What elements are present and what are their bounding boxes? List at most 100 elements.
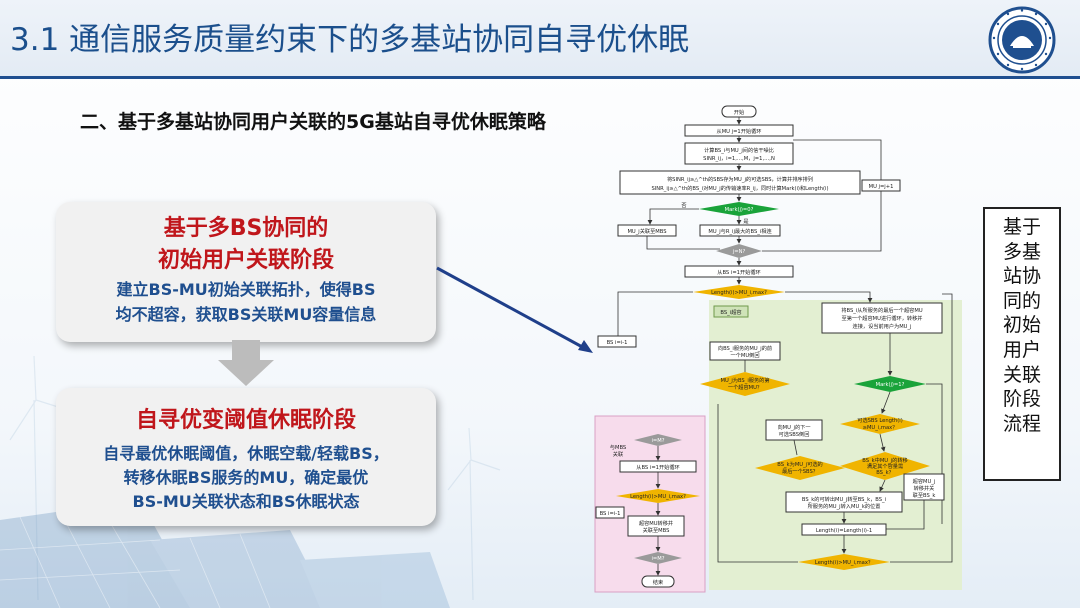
assoc-max-box [699,224,781,237]
cond-sbs-label-1: 可选SBS Length(i) [857,416,902,424]
cond-mark2-diamond [854,376,926,392]
prev-mu-label-1: 向BS_i服务的MU_j的前 [718,344,772,352]
stage1-card: 基于多BS协同的 初始用户关联阶段 建立BS-MU初始关联拓扑，使得BS 均不超… [56,202,436,342]
prev-mu-label-2: 一个MU倒回 [730,351,759,359]
cond-len-diamond [693,285,785,299]
to-mbs-label-1: 超容MU转移并 [639,519,673,527]
stage2-body-line2: 转移休眠BS服务的MU，确定最优 [123,468,369,487]
caption-line: 站协 [1002,265,1041,288]
overload-label: BS_i超容 [720,308,741,316]
select-label-2: SINR_ij≥△^th的BS_i对MU_j的传输速率R_ij，同时计算Mark… [651,184,828,192]
len-dec-label: Length(i)=Length(i)-1 [816,528,872,534]
section-subtitle: 二、基于多基站协同用户关联的5G基站自寻优休眠策略 [80,111,546,133]
select-label-1: 将SINR_ij≥△^th的SBS存为MU_j的可选SBS，计算并排序排列 [667,175,813,183]
start-label: 开始 [734,108,745,116]
end-node [641,575,675,588]
cond-first-label-1: MU_j为BS_i服务的第 [720,376,769,384]
bs-next2-box [595,506,625,519]
caption-line: 关联 [1002,363,1041,386]
stage2-body-line3: BS-MU关联状态和BS休眠状态 [132,492,360,511]
header-divider [0,76,1080,79]
cond-jn-label: j=N? [732,249,746,255]
cond-len-label: Length(i)>MU_i,max? [711,290,767,296]
page-title: 3.1 通信服务质量约束下的多基站协同自寻优休眠 [10,22,690,58]
transfer-label-2: 至第一个超容MU进行循环，转移并 [842,314,923,322]
cond-mark-diamond [699,202,779,216]
loop-bs2-label: 从BS i=1开始循环 [636,463,679,471]
cond-last-label-2: 最后一个SBS？ [782,467,818,475]
overload-tag [713,305,749,318]
no-label: 否 [681,202,686,209]
bs-next2-label: BS i=i-1 [600,511,621,517]
caption-line: 多基 [1002,240,1041,263]
caption-line: 基于 [1002,216,1041,238]
assoc-mbs-label: MU_j关联至MBS [627,227,666,235]
caption-line: 初始 [1002,314,1041,337]
cond-len2-label: Length(i)>MU_i,max？ [815,559,873,566]
cond-sbs-label-2: ≥MU_i,max？ [863,424,898,431]
cond-mark-label: Mark(j)=0? [725,207,754,213]
cond-ok-label-1: BS_k中MU_j的转移 [862,456,907,464]
caption-line: 同的 [1002,289,1041,312]
cond-sbs-diamond [840,414,920,434]
transfer-box [821,302,943,334]
stage1-title-line2: 初始用户关联阶段 [157,248,334,273]
cond-im2-label: i=M? [651,556,664,562]
transfer-label-1: 将BS_i从所服务的最后一个超容MU [841,306,923,314]
swap-label-1: BS_k的可转出MU_j转至BS_k，BS_i [802,495,886,503]
cond-im-label: i=M? [651,438,664,444]
stage2-title: 自寻优变阈值休眠阶段 [135,408,356,433]
transfer-label-3: 连接，设当前用户为MU_j [853,322,912,330]
caption-line: 阶段 [1002,388,1041,411]
assoc-k-box [903,473,945,501]
bs-next-box [597,335,637,348]
to-mbs-label-2: 关联至MBS [643,526,670,534]
cond-jn-diamond [716,244,762,258]
mbs-label-1: 与MBS [610,443,626,451]
to-mbs-box [627,515,685,537]
yes-label: 是 [743,218,748,225]
mu-next-label: MU j=j+1 [869,184,894,190]
assoc-k-label-3: 联至BS_k [913,491,936,499]
stage2-body-line1: 自寻最优休眠阈值，休眠空载/轻载BS， [103,444,389,463]
mbs-zone [594,415,706,593]
cond-mark2-label: Mark(j)=1? [876,382,905,388]
university-seal-logo [988,6,1056,74]
assoc-k-label-1: 超容MU_j [913,477,936,485]
flow-caption-text: 基于 多基 站协 同的 初始 用户 关联 阶段 流程 [985,215,1059,436]
cond-first-label-2: 一个超容MU？ [728,383,762,391]
down-arrow-icon [218,340,274,386]
caption-line: 用户 [1002,338,1041,361]
flow-caption-panel: 基于 多基 站协 同的 初始 用户 关联 阶段 流程 [983,207,1061,481]
swap-label-2: 所服务的MU_j转入MU_k的位置 [808,502,881,510]
cond-last-diamond [755,456,845,480]
stage1-title-line1: 基于多BS协同的 [163,216,329,241]
stage1-body-line1: 建立BS-MU初始关联拓扑，使得BS [116,280,376,299]
sinr-label-1: 计算BS_i与MU_j间的信干噪比 [704,146,774,154]
caption-line: 流程 [1002,412,1041,435]
cond-ok-label-2: 满足其个容量需 [867,462,903,470]
assoc-max-label: MU_j与R_ij最大的BS_i相连 [708,227,772,235]
end-label: 结束 [653,578,663,586]
sinr-label-2: SINR_ij，i=1,…,M，j=1,…,N [703,156,775,162]
cond-im2-diamond [634,552,682,564]
cond-ok-label-3: BS_k？ [876,469,894,476]
cond-len3-label: Length(i)>MU_i,max? [630,494,686,500]
cond-first-diamond [700,372,790,396]
cond-last-label-1: BS_k为MU_j可选的 [777,460,822,468]
stage1-body-line2: 均不超容，获取BS关联MU容量信息 [115,305,377,324]
next-sbs-label-1: 向MU_j的下一 [777,423,810,431]
select-box [619,170,861,195]
stage2-card: 自寻优变阈值休眠阶段 自寻最优休眠阈值，休眠空载/轻载BS， 转移休眠BS服务的… [56,388,436,526]
next-sbs-label-2: 可选SBS倒回 [779,430,810,438]
bs-next-label: BS i=i-1 [607,340,628,346]
loop-mu-label: 从MU j=1开始循环 [717,127,762,135]
cond-len3-diamond [616,489,700,503]
cond-len2-diamond [798,554,890,570]
assoc-k-label-2: 转移并关 [914,484,935,492]
header-bar [0,0,1080,78]
association-flowchart: 开始 从MU j=1开始循环 计算BS_i与MU_j间的信干噪比 SINR_ij… [594,105,962,593]
loop-bs-label: 从BS i=1开始循环 [717,268,760,276]
